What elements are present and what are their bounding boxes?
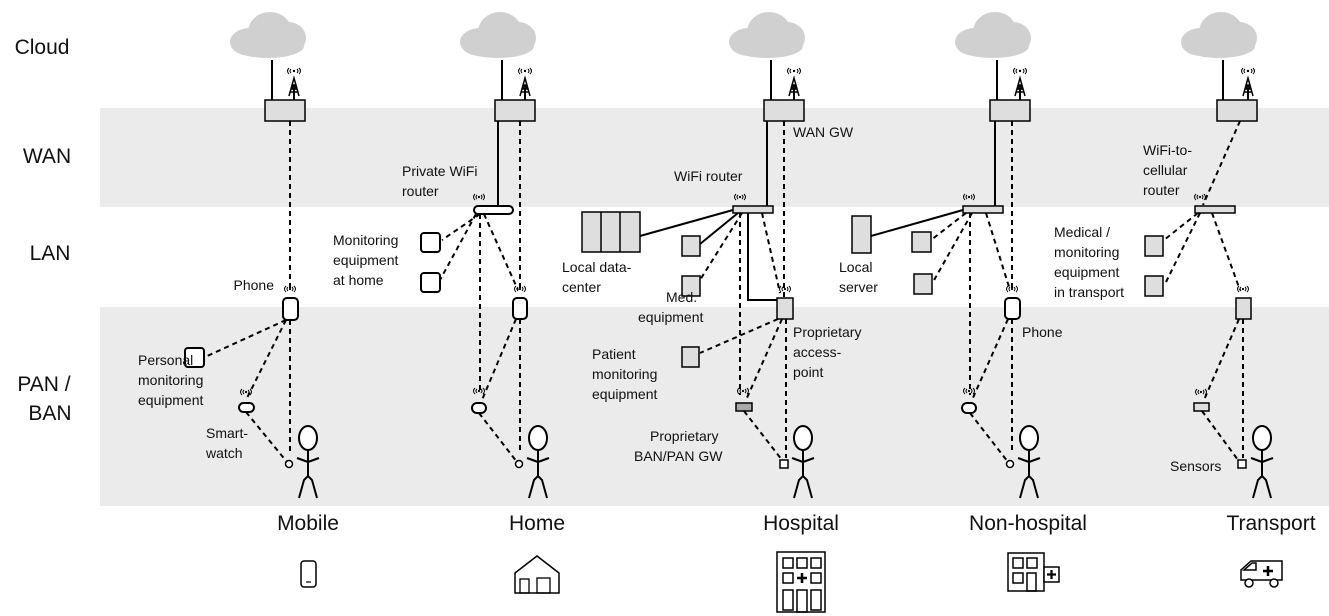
- router-icon: [732, 205, 774, 214]
- scenario-mobile: Phone Personal monitoring equipment Smar…: [138, 12, 339, 588]
- label-sensors: Sensors: [1170, 458, 1221, 474]
- home-monitor-device: [420, 232, 441, 253]
- monitor-device: [911, 231, 932, 253]
- label-wifi-to-cellular: WiFi-to- cellular router: [1143, 142, 1196, 198]
- smartwatch-icon: [471, 402, 487, 414]
- pan-ban-band: [100, 307, 1329, 506]
- label-local-datacenter: Local data- center: [562, 259, 635, 295]
- layer-label-pan: PAN /: [17, 373, 70, 396]
- antenna-tower-icon: [1012, 67, 1028, 97]
- scenario-label-nonhospital: Non-hospital: [969, 512, 1087, 535]
- scenario-nonhospital: Local server Phone Non-hospital: [839, 12, 1087, 592]
- scenario-transport: WiFi-to- cellular router Medical / monit…: [1054, 12, 1316, 588]
- label-smartwatch: Smart- watch: [205, 425, 252, 461]
- label-med-equipment: Med. equipment: [638, 289, 703, 325]
- house-icon: [514, 555, 560, 594]
- wan-band: [100, 108, 1329, 207]
- label-patient-monitoring: Patient monitoring equipment: [592, 346, 661, 402]
- label-monitoring-at-home: Monitoring equipment at home: [333, 232, 402, 288]
- gateway-box-icon: [1216, 99, 1258, 122]
- scenario-label-transport: Transport: [1226, 512, 1315, 535]
- monitor-device: [913, 273, 933, 295]
- router-icon: [473, 205, 514, 215]
- cloud-icon: [955, 12, 1031, 58]
- patient-monitor-device: [681, 346, 700, 368]
- datacenter-icon: [581, 211, 641, 253]
- access-point-icon: [776, 297, 794, 320]
- cloud-icon: [1181, 12, 1257, 58]
- layer-label-lan: LAN: [30, 242, 71, 265]
- label-phone-nonhospital: Phone: [1022, 324, 1063, 340]
- phone-icon: [512, 297, 528, 320]
- sensor-hub-icon: [1193, 402, 1210, 412]
- cloud-icon: [460, 12, 536, 58]
- gateway-box-icon: [989, 99, 1031, 122]
- ban-gateway-icon: [735, 402, 753, 412]
- med-equipment-device: [681, 235, 701, 257]
- gateway-box-icon: [763, 99, 805, 122]
- label-medical-transport: Medical / monitoring equipment in transp…: [1054, 224, 1124, 300]
- home-monitor-device: [420, 272, 441, 293]
- scenario-home: Private WiFi router Monitoring equipment…: [333, 12, 565, 594]
- gateway-box-icon: [494, 99, 536, 122]
- scenario-label-home: Home: [509, 512, 565, 535]
- med-equipment-device: [681, 275, 701, 297]
- cloud-icon: [729, 12, 805, 58]
- label-wan-gw: WAN GW: [793, 124, 854, 140]
- gateway-box-icon: [264, 99, 306, 122]
- transport-monitor-device: [1144, 235, 1164, 257]
- personal-monitor-device: [184, 347, 205, 368]
- hospital-icon: [776, 551, 826, 613]
- clinic-icon: [1007, 552, 1060, 592]
- wireless-icon: [1237, 285, 1249, 293]
- label-wifi-router: WiFi router: [674, 168, 743, 184]
- label-personal-monitoring: Personal monitoring equipment: [138, 352, 207, 408]
- label-proprietary-access-point: Proprietary access- point: [793, 324, 865, 380]
- smartwatch-icon: [961, 402, 977, 414]
- gateway-box-icon: [1235, 297, 1252, 320]
- phone-icon: [282, 297, 299, 321]
- layer-label-wan: WAN: [23, 145, 71, 168]
- router-icon: [962, 205, 1004, 214]
- scenario-label-mobile: Mobile: [277, 512, 339, 535]
- cloud-icon: [230, 12, 306, 58]
- label-local-server: Local server: [839, 259, 878, 295]
- ambulance-icon: [1240, 560, 1283, 588]
- label-phone-mobile: Phone: [234, 277, 275, 293]
- scenario-hospital: WAN GW WiFi router Local data- center Me…: [562, 12, 865, 613]
- label-proprietary-gw: Proprietary BAN/PAN GW: [634, 428, 723, 464]
- server-icon: [851, 215, 872, 254]
- router-icon: [1194, 205, 1236, 214]
- antenna-tower-icon: [786, 67, 802, 97]
- layer-label-ban: BAN: [28, 402, 71, 425]
- antenna-tower-icon: [286, 67, 302, 97]
- phone-icon: [1004, 297, 1021, 320]
- antenna-tower-icon: [1240, 67, 1256, 97]
- layer-label-cloud: Cloud: [15, 36, 70, 59]
- scenario-label-hospital: Hospital: [763, 512, 839, 535]
- smartwatch-icon: [238, 402, 255, 413]
- phone-icon: [300, 560, 317, 588]
- label-private-wifi-router: Private WiFi router: [402, 163, 481, 199]
- transport-monitor-device: [1144, 275, 1164, 297]
- antenna-tower-icon: [517, 67, 533, 97]
